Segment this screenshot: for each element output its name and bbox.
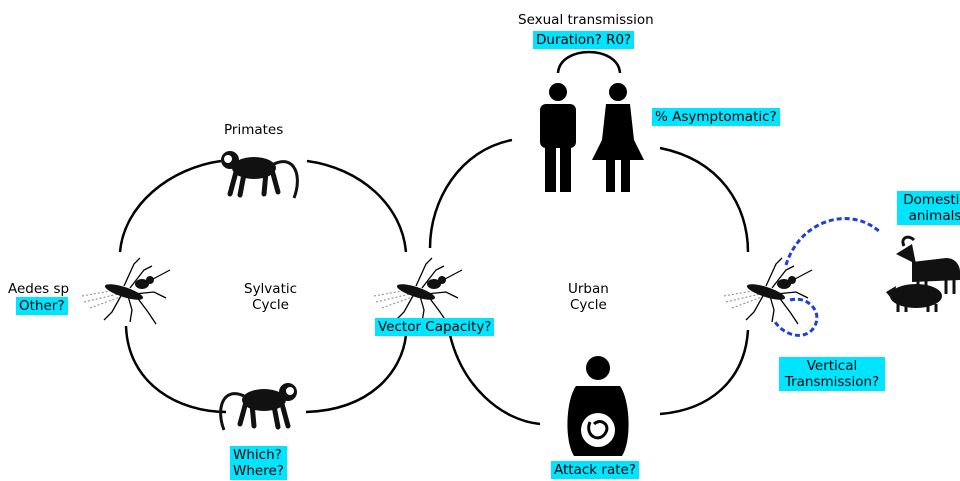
- sylvatic-line1: Sylvatic: [244, 281, 298, 297]
- line-humans-right: [659, 146, 750, 253]
- sylvatic-line2: Cycle: [252, 297, 289, 313]
- man-icon: [540, 83, 576, 192]
- mosquito-icon: [723, 257, 813, 325]
- aedes-label: Aedes sp: [8, 281, 70, 297]
- aedes-question: Other?: [16, 297, 68, 315]
- dashed-vertical: [772, 297, 819, 337]
- pig-icon: [886, 284, 942, 312]
- vector-capacity-question: Vector Capacity?: [375, 318, 495, 336]
- line-pregnant-right: [659, 329, 750, 416]
- line-humans-left: [428, 138, 513, 249]
- sexual-transmission-title: Sexual transmission: [518, 12, 654, 28]
- vertical-line1: Vertical: [806, 358, 858, 374]
- urban-line2: Cycle: [569, 297, 607, 313]
- dashed-domestic: [784, 217, 882, 266]
- attack-rate-question: Attack rate?: [551, 461, 639, 479]
- domestic-line2: animals: [908, 208, 960, 224]
- line-primates-left: [118, 159, 222, 253]
- line-lower-left: [124, 325, 227, 414]
- mosquito-icon: [373, 257, 463, 325]
- woman-icon: [592, 83, 644, 192]
- monkey-icon: [221, 383, 297, 430]
- which-line2: Where?: [233, 463, 284, 479]
- vertical-line2: Transmission?: [784, 374, 880, 390]
- line-lower-right: [305, 334, 408, 414]
- monkey-icon: [221, 151, 297, 198]
- line-primates-right: [306, 159, 408, 253]
- sexual-transmission-question: Duration? R0?: [533, 31, 635, 49]
- dashed-transmission-lines: [772, 217, 882, 337]
- line-couple-arc: [556, 50, 622, 74]
- domestic-line1: Domestic: [903, 192, 960, 208]
- domestic-animals-label: Domestic animals: [897, 191, 960, 225]
- mosquito-icon: [81, 257, 171, 325]
- asymptomatic-question: % Asymptomatic?: [652, 108, 780, 126]
- primates-label: Primates: [224, 122, 284, 138]
- sylvatic-cycle-label: Sylvatic Cycle: [244, 281, 297, 313]
- cycle-lines: [118, 50, 750, 426]
- urban-line1: Urban: [568, 281, 609, 297]
- urban-cycle-label: Urban Cycle: [568, 281, 609, 313]
- which-line1: Which?: [233, 447, 282, 463]
- line-pregnant-left: [448, 334, 541, 426]
- vertical-transmission-question: Vertical Transmission?: [779, 357, 885, 391]
- pregnant-woman-icon: [567, 356, 629, 456]
- which-where-question: Which? Where?: [230, 446, 287, 480]
